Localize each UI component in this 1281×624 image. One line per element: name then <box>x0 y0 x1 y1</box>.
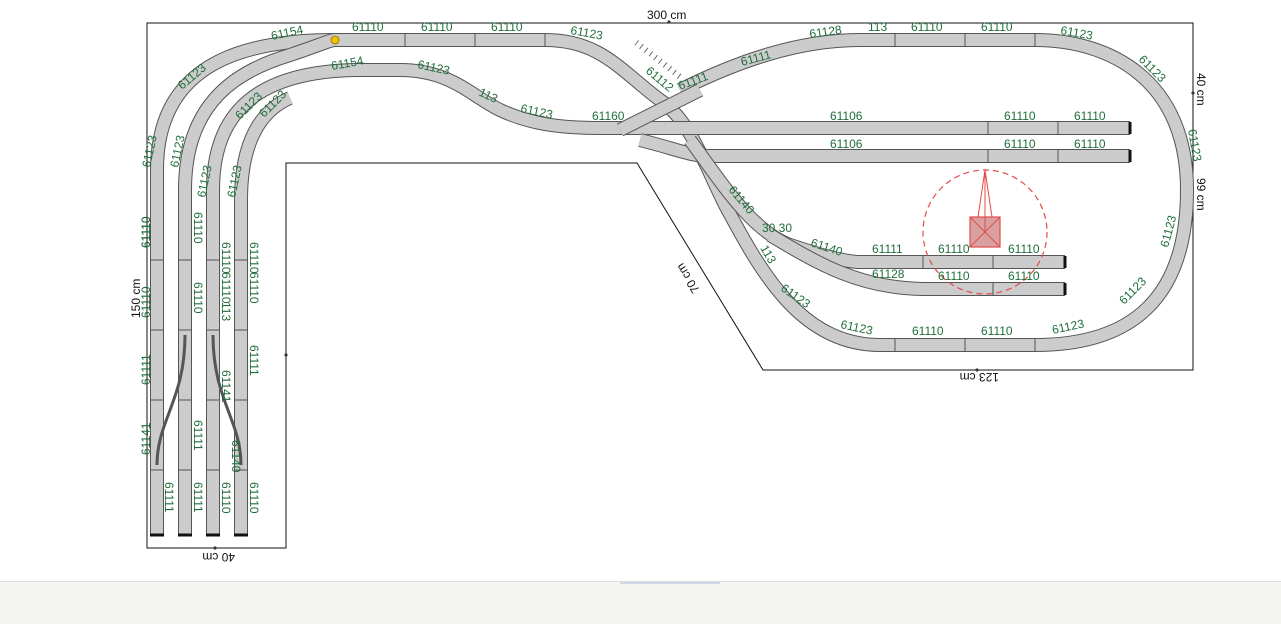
track-label: 61110 <box>352 20 384 34</box>
track-label: 61110 <box>191 282 205 314</box>
track-label: 61111 <box>191 420 205 451</box>
track-label: 61110 <box>981 20 1013 34</box>
dimension-handle[interactable] <box>213 546 217 550</box>
track-label: 61110 <box>219 482 233 514</box>
track-label: 61110 <box>247 242 261 274</box>
track-label: 61110 <box>912 324 944 338</box>
track-label: 61123 <box>569 23 604 42</box>
track-label: 61123 <box>194 164 215 199</box>
track-label: 61110 <box>1004 109 1036 123</box>
track-label: 61110 <box>247 272 261 304</box>
dimension-label: 150 cm <box>129 279 143 318</box>
dimension-label: 123 cm <box>960 370 999 384</box>
track-label: 61123 <box>1185 128 1204 163</box>
track-label: 61110 <box>139 216 153 248</box>
track-label: 61110 <box>247 482 261 514</box>
layout-canvas[interactable]: 300 cm 40 cm 99 cm 150 cm 40 cm 70 cm 12… <box>0 0 1281 583</box>
dimension-label: 99 cm <box>1194 178 1208 211</box>
track-label: 61110 <box>1008 242 1040 256</box>
track-label: 61141 <box>219 370 233 403</box>
track-label: 61110 <box>981 324 1013 338</box>
turnout[interactable] <box>155 334 187 466</box>
track-label: 61154 <box>330 53 365 72</box>
track-label: 61111 <box>139 354 153 385</box>
track-joints <box>150 33 1059 471</box>
track-piece[interactable] <box>206 63 680 535</box>
status-bar-segment <box>620 582 720 584</box>
track-label: 61123 <box>839 317 874 338</box>
track-label: 61140 <box>229 440 243 473</box>
track-label: 61110 <box>911 20 943 34</box>
dimension-handle[interactable] <box>667 20 671 24</box>
dimension-handle[interactable] <box>975 368 979 372</box>
buffer-stops <box>150 122 1132 537</box>
track-label: 61128 <box>808 23 842 41</box>
track-label: 61111 <box>247 345 261 376</box>
bridge-hatch <box>634 40 686 82</box>
track-label: 61123 <box>224 164 245 199</box>
turnout[interactable] <box>211 334 243 466</box>
track-label: 61123 <box>416 57 451 78</box>
track-label: 61106 <box>830 137 863 151</box>
dimension-label: 300 cm <box>647 8 686 22</box>
track-label: 61123 <box>167 134 188 169</box>
track-label: 61111 <box>191 482 205 513</box>
track-label: 61110 <box>491 20 523 34</box>
track-label: 61110 <box>1004 137 1036 151</box>
track-label: 61106 <box>830 109 863 123</box>
track-label: 61123 <box>1051 316 1086 337</box>
track-label: 61110 <box>191 212 205 244</box>
track-label: 61123 <box>519 101 554 122</box>
track-label: 61110 <box>1008 269 1040 283</box>
room-outline <box>146 22 1194 549</box>
track-label: 61154 <box>270 22 305 43</box>
status-bar <box>0 581 1281 624</box>
track-label: 61110 <box>1074 109 1106 123</box>
track-label: 61111 <box>872 242 903 256</box>
track-label: 61111 <box>162 482 176 513</box>
track-label: 61111 <box>739 47 773 69</box>
track-label: 61141 <box>139 422 153 455</box>
dimension-handle[interactable] <box>284 353 288 357</box>
track-label: 61160 <box>592 109 625 123</box>
track-label: 61123 <box>139 134 160 169</box>
track-label: 61110 <box>1074 137 1106 151</box>
position-marker[interactable] <box>330 35 340 45</box>
track-label: 61110 <box>938 242 970 256</box>
track-label: 61123 <box>1059 23 1094 42</box>
dimension-label: 40 cm <box>202 550 235 564</box>
track-plan-drawing: 300 cm 40 cm 99 cm 150 cm 40 cm 70 cm 12… <box>129 8 1208 564</box>
track-label: 61110 <box>219 272 233 304</box>
track-label: 61110 <box>219 242 233 274</box>
track-label: 61110 <box>139 286 153 318</box>
track-label: 61110 <box>938 269 970 283</box>
track-label: 61110 <box>139 216 153 248</box>
track-label: 30.30 <box>762 221 792 235</box>
track-label: 61128 <box>872 267 905 281</box>
dimension-handle[interactable] <box>1191 91 1195 95</box>
dimension-label: 40 cm <box>1194 73 1208 106</box>
dimension-label: 70 cm <box>673 261 702 296</box>
track-label: 113 <box>219 302 233 321</box>
track-label: 61110 <box>421 20 453 34</box>
track-label: 113 <box>868 20 887 34</box>
crane-icon[interactable] <box>922 169 1048 295</box>
